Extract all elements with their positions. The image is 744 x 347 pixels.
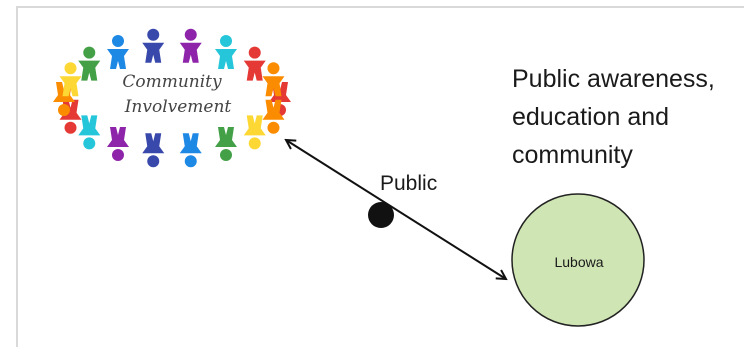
diagram-frame <box>16 6 744 347</box>
person-figure <box>142 28 165 63</box>
person-figure <box>215 34 237 69</box>
person-figure <box>179 133 202 168</box>
connector-dot <box>368 202 394 228</box>
edge-label-public: Public <box>380 172 438 195</box>
person-figure <box>243 115 266 150</box>
person-figure <box>59 62 82 97</box>
person-figure <box>179 28 202 63</box>
person-figure <box>215 127 237 162</box>
community-involvement-logo: Community Involvement <box>53 28 291 168</box>
connector-arrow <box>286 140 506 279</box>
lubowa-node[interactable] <box>511 193 645 327</box>
people-figures-ring <box>53 28 291 168</box>
lubowa-node-label: Lubowa <box>554 254 604 270</box>
person-figure <box>142 133 165 168</box>
logo-text-line2: Involvement <box>124 97 232 117</box>
heading-text: Public awareness, education and communit… <box>512 65 715 169</box>
person-figure <box>262 62 285 97</box>
person-figure <box>107 34 129 69</box>
logo-text-line1: Community <box>122 72 222 92</box>
person-figure <box>78 46 101 81</box>
person-figure <box>262 99 285 134</box>
person-figure <box>107 127 129 162</box>
person-figure <box>78 115 101 150</box>
person-figure <box>243 46 266 81</box>
